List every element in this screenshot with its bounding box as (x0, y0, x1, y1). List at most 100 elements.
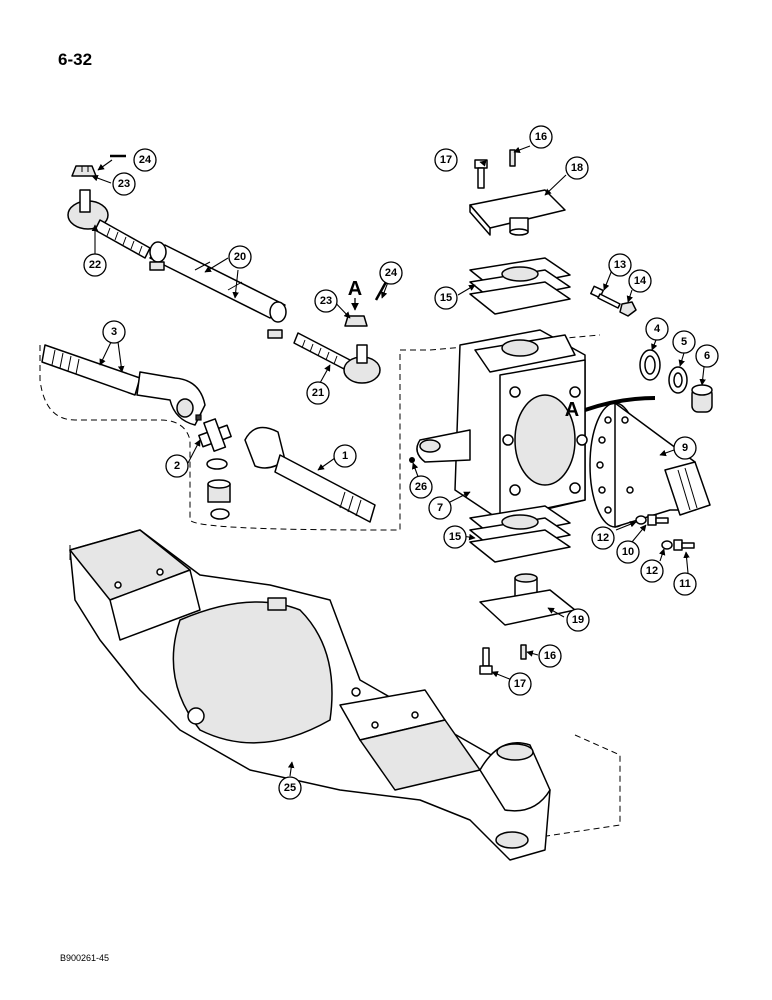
axle-housing (69, 529, 551, 861)
leader-11 (683, 551, 690, 574)
svg-text:13: 13 (614, 259, 626, 271)
leader-14 (626, 289, 634, 303)
view-marker-a-side: A (565, 399, 579, 421)
steering-knuckle (416, 329, 588, 521)
cotter-pin-right (374, 281, 388, 301)
callout-17b: 17 (508, 672, 532, 696)
leader-16b (526, 650, 539, 657)
callout-7: 7 (428, 496, 452, 520)
callout-24b: 24 (379, 261, 403, 285)
leader-21 (319, 364, 331, 384)
svg-text:23: 23 (320, 295, 332, 307)
callout-1: 1 (333, 444, 357, 468)
svg-text:3: 3 (111, 326, 117, 338)
svg-text:17: 17 (440, 154, 452, 166)
svg-text:19: 19 (572, 614, 584, 626)
leader-15a (457, 284, 476, 296)
seal-4-inner (644, 355, 656, 375)
callout-15a: 15 (434, 286, 458, 310)
washer-12-lower (661, 540, 673, 550)
svg-text:4: 4 (654, 323, 661, 335)
bolt-11 (673, 539, 695, 551)
svg-text:11: 11 (679, 578, 691, 590)
callout-26: 26 (409, 475, 433, 499)
svg-text:15: 15 (449, 531, 461, 543)
leader-1 (317, 457, 336, 471)
retaining-ring-top (206, 458, 228, 470)
callout-5: 5 (672, 330, 696, 354)
svg-text:12: 12 (646, 565, 658, 577)
leader-17b (491, 671, 513, 681)
bolt-13 (590, 285, 621, 309)
callout-19: 19 (566, 608, 590, 632)
figure-code: B900261-45 (60, 953, 110, 963)
svg-text:26: 26 (415, 481, 427, 493)
svg-text:16: 16 (544, 650, 556, 662)
leader-23a (91, 174, 112, 184)
bushing-6 (691, 384, 713, 413)
leader-16a (513, 145, 531, 154)
svg-text:9: 9 (682, 442, 688, 454)
callout-10: 10 (616, 540, 640, 564)
grease-fitting (409, 457, 415, 463)
svg-text:24: 24 (385, 267, 398, 279)
callout-9: 9 (673, 436, 697, 460)
bolt-10 (647, 514, 669, 526)
leader-6 (699, 366, 706, 386)
callout-2: 2 (165, 454, 189, 478)
callout-16a: 16 (529, 125, 553, 149)
page-number: 6-32 (58, 50, 93, 69)
leader-24b (380, 281, 389, 299)
capscrew-lower (479, 647, 493, 675)
callout-15b: 15 (443, 525, 467, 549)
callout-6: 6 (695, 344, 719, 368)
castle-nut-left (71, 165, 97, 177)
dowel-pin-lower (520, 644, 527, 660)
callout-22: 22 (83, 253, 107, 277)
wheel-spindle (589, 402, 711, 528)
leader-12a (615, 521, 637, 531)
svg-text:23: 23 (118, 178, 130, 190)
svg-text:5: 5 (681, 336, 687, 348)
callout-24a: 24 (133, 148, 157, 172)
svg-text:16: 16 (535, 131, 547, 143)
leader-18 (544, 174, 567, 196)
leader-17a (479, 160, 487, 167)
seal-5-inner (673, 372, 683, 388)
leader-3b (117, 341, 125, 373)
leader-20b (232, 269, 239, 299)
nut-14 (619, 301, 637, 317)
callout-23a: 23 (112, 172, 136, 196)
callout-18: 18 (565, 156, 589, 180)
tie-rod-end-left (67, 189, 151, 259)
svg-text:20: 20 (234, 251, 246, 263)
dashed-group-outline-shaft (39, 345, 401, 531)
svg-text:6: 6 (704, 350, 710, 362)
leader-12b (658, 548, 666, 562)
leader-13 (603, 269, 613, 291)
callout-12b: 12 (640, 559, 664, 583)
view-marker-a-top: A (348, 278, 362, 300)
leader-5 (678, 352, 685, 367)
svg-text:21: 21 (312, 387, 324, 399)
castle-nut-right (344, 315, 368, 327)
outer-axle-shaft (244, 426, 376, 523)
universal-joint-cross (195, 414, 232, 452)
leader-24a (97, 159, 113, 171)
callout-20: 20 (228, 245, 252, 269)
callout-25: 25 (278, 776, 302, 800)
view-a-arrow-curve (584, 396, 656, 412)
callout-3: 3 (102, 320, 126, 344)
callout-13: 13 (608, 253, 632, 277)
upper-shims (469, 257, 571, 315)
leader-19 (547, 607, 565, 618)
leader-3a (99, 339, 113, 366)
callout-17a: 17 (434, 148, 458, 172)
svg-text:17: 17 (514, 678, 526, 690)
svg-text:14: 14 (634, 275, 647, 287)
callout-12a: 12 (591, 526, 615, 550)
svg-text:25: 25 (284, 782, 296, 794)
svg-text:7: 7 (437, 502, 443, 514)
svg-text:24: 24 (139, 154, 152, 166)
